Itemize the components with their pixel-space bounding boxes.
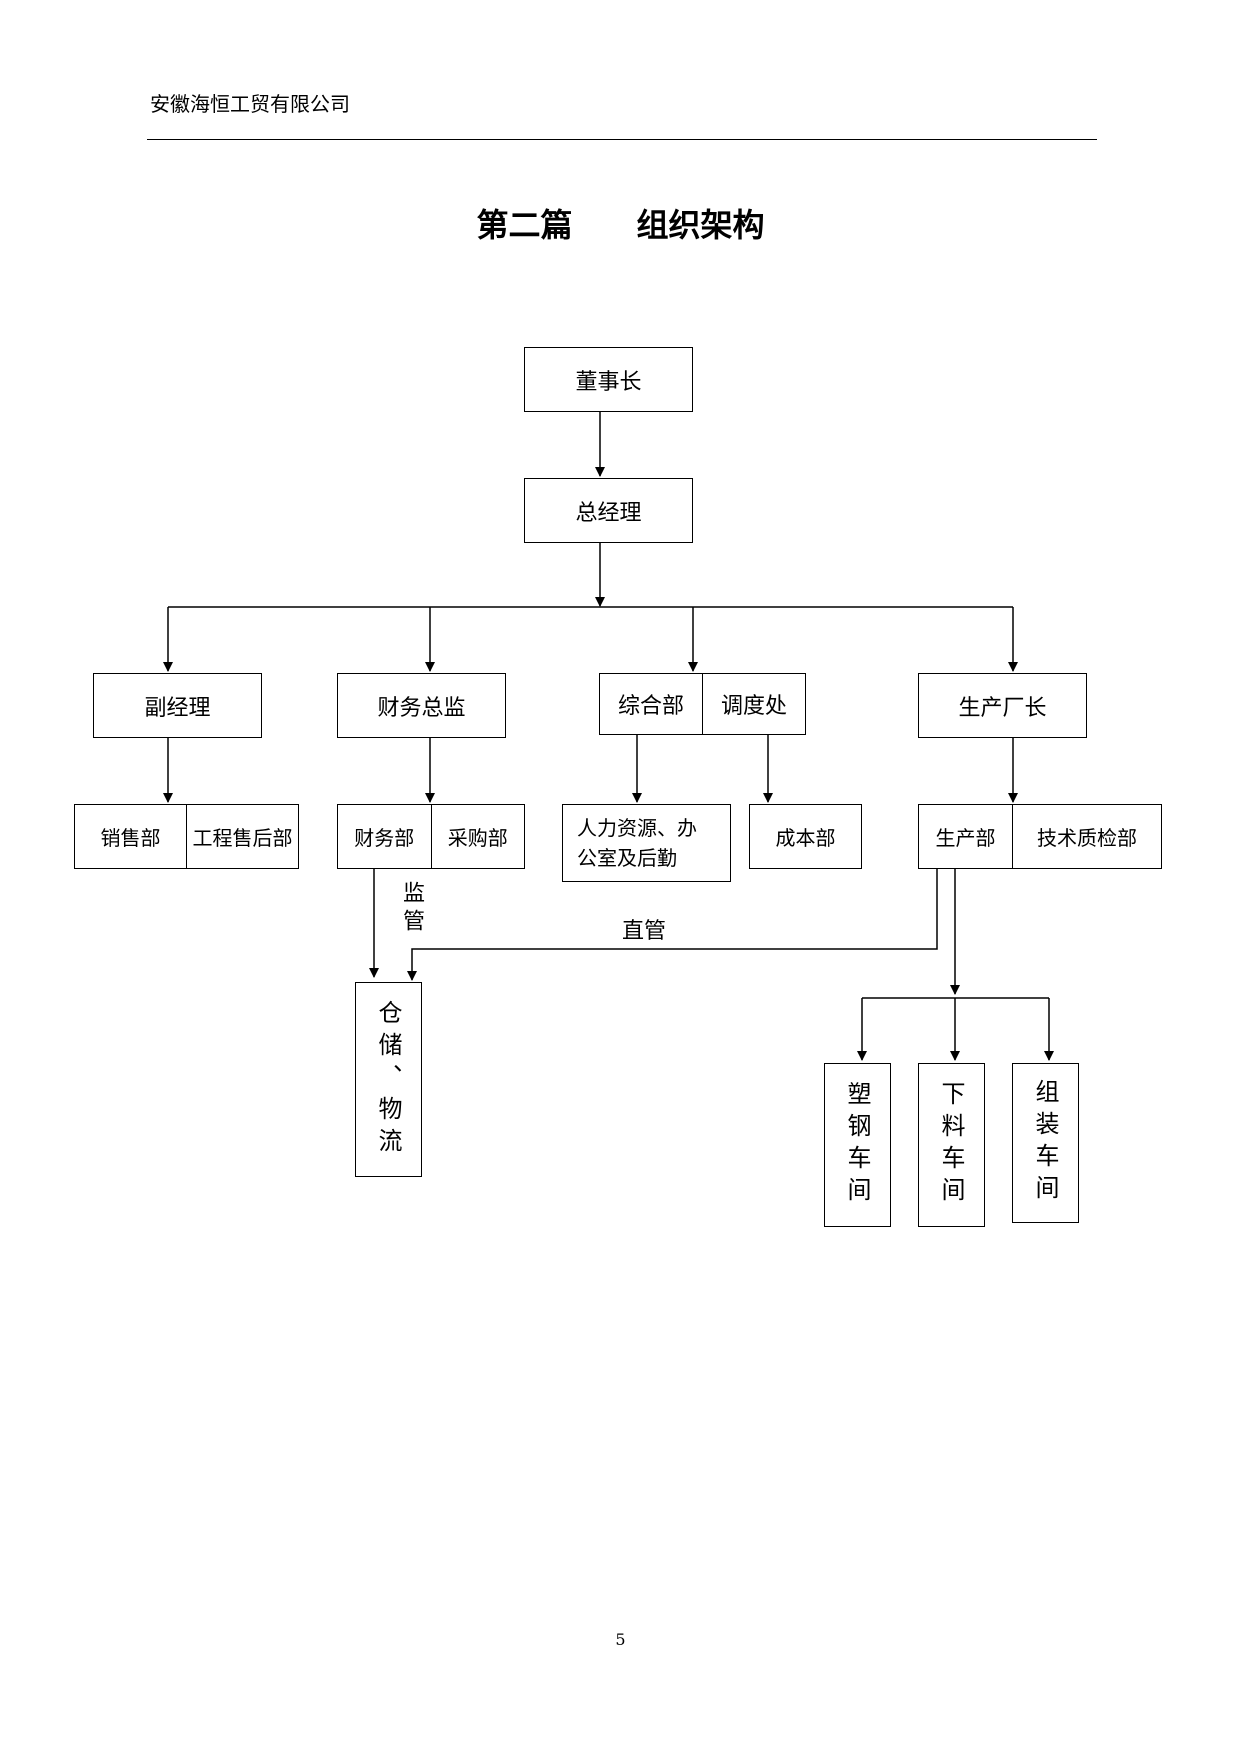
node-dispatch-office: 调度处: [702, 674, 805, 734]
node-deputy-manager: 副经理: [93, 673, 262, 738]
page-number: 5: [615, 1630, 626, 1649]
node-hr-office-logistics: 人力资源、办公室及后勤: [562, 804, 731, 882]
node-plant-director: 生产厂长: [918, 673, 1087, 738]
node-finance-director: 财务总监: [337, 673, 506, 738]
node-general-affairs-dispatch: 综合部 调度处: [599, 673, 806, 735]
node-cutting-workshop: 下料车间: [918, 1063, 985, 1227]
node-after-sales-dept: 工程售后部: [186, 805, 298, 868]
label-direct-manage: 直管: [622, 919, 667, 944]
company-name: 安徽海恒工贸有限公司: [150, 92, 350, 116]
edge-direct-manage-warehouse: [407, 868, 938, 981]
node-purchasing-dept: 采购部: [430, 805, 525, 868]
node-tech-quality-dept: 技术质检部: [1012, 805, 1161, 868]
node-cost-dept: 成本部: [749, 804, 862, 869]
header-divider: [147, 139, 1097, 140]
node-production-dept: 生产部: [935, 826, 996, 850]
node-warehouse-logistics: 仓储、物流: [355, 982, 422, 1177]
node-general-manager: 总经理: [524, 478, 693, 543]
node-chairman: 董事长: [524, 347, 693, 412]
page-title: 第二篇 组织架构: [476, 206, 765, 244]
node-finance-dept: 财务部: [354, 826, 415, 850]
node-sales-dept: 销售部: [100, 826, 161, 850]
node-finance-group: 财务部 采购部: [337, 804, 525, 869]
node-production-group: 生产部 技术质检部: [918, 804, 1162, 869]
node-general-affairs: 综合部: [617, 694, 684, 719]
node-sales-group: 销售部 工程售后部: [74, 804, 299, 869]
node-assembly-workshop: 组装车间: [1012, 1063, 1079, 1223]
node-plastic-steel-workshop: 塑钢车间: [824, 1063, 891, 1227]
label-supervise: 监管: [399, 881, 424, 937]
